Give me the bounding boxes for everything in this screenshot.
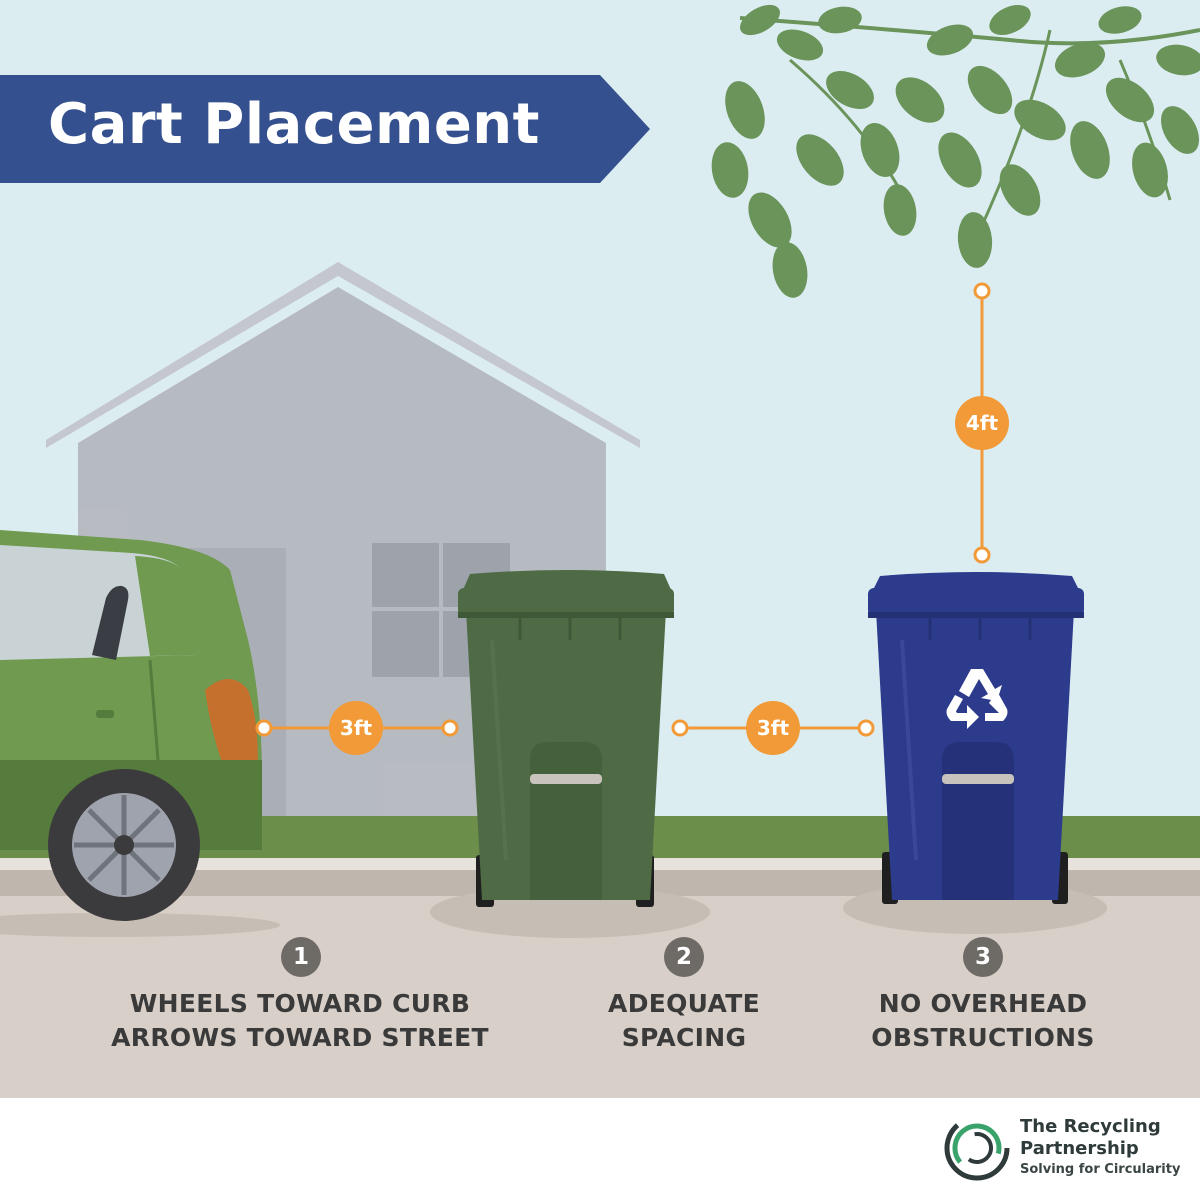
logo-tagline: Solving for Circularity — [1020, 1162, 1181, 1177]
step-2-badge: 2 — [664, 937, 704, 977]
step-3-line2: OBSTRUCTIONS — [871, 1023, 1095, 1052]
recycling-partnership-logo-icon — [944, 1115, 1010, 1181]
step-1-line1: WHEELS TOWARD CURB — [129, 989, 471, 1018]
car-shadow — [0, 913, 280, 937]
measure-overhead-label: 4ft — [966, 411, 999, 435]
page-title: Cart Placement — [48, 92, 540, 157]
tree-leaves — [711, 4, 1200, 298]
car — [0, 530, 262, 921]
step-2-label: ADEQUATE SPACING — [564, 987, 804, 1055]
measure-cart-to-cart: 3ft — [671, 701, 875, 755]
title-banner — [0, 75, 650, 183]
step-1-line2: ARROWS TOWARD STREET — [111, 1023, 489, 1052]
step-1-badge: 1 — [281, 937, 321, 977]
step-3-line1: NO OVERHEAD — [878, 989, 1088, 1018]
leaf-icon — [740, 4, 780, 36]
step-2-line1: ADEQUATE — [608, 989, 760, 1018]
measure-car-to-cart: 3ft — [255, 701, 459, 755]
green-cart — [458, 570, 674, 907]
step-3-label: NO OVERHEAD OBSTRUCTIONS — [843, 987, 1123, 1055]
step-1-label: WHEELS TOWARD CURB ARROWS TOWARD STREET — [90, 987, 510, 1055]
measure-overhead: 4ft — [955, 282, 1009, 564]
step-2-line2: SPACING — [621, 1023, 747, 1052]
measure-car-to-cart-label: 3ft — [340, 716, 373, 740]
logo-name-line2: Partnership — [1020, 1138, 1139, 1159]
step-3-badge: 3 — [963, 937, 1003, 977]
recycle-icon — [946, 669, 1008, 729]
blue-cart — [868, 572, 1084, 904]
recycling-partnership-logo: The Recycling Partnership Solving for Ci… — [1020, 1116, 1180, 1180]
measure-cart-to-cart-label: 3ft — [757, 716, 790, 740]
logo-name-line1: The Recycling — [1020, 1116, 1161, 1137]
